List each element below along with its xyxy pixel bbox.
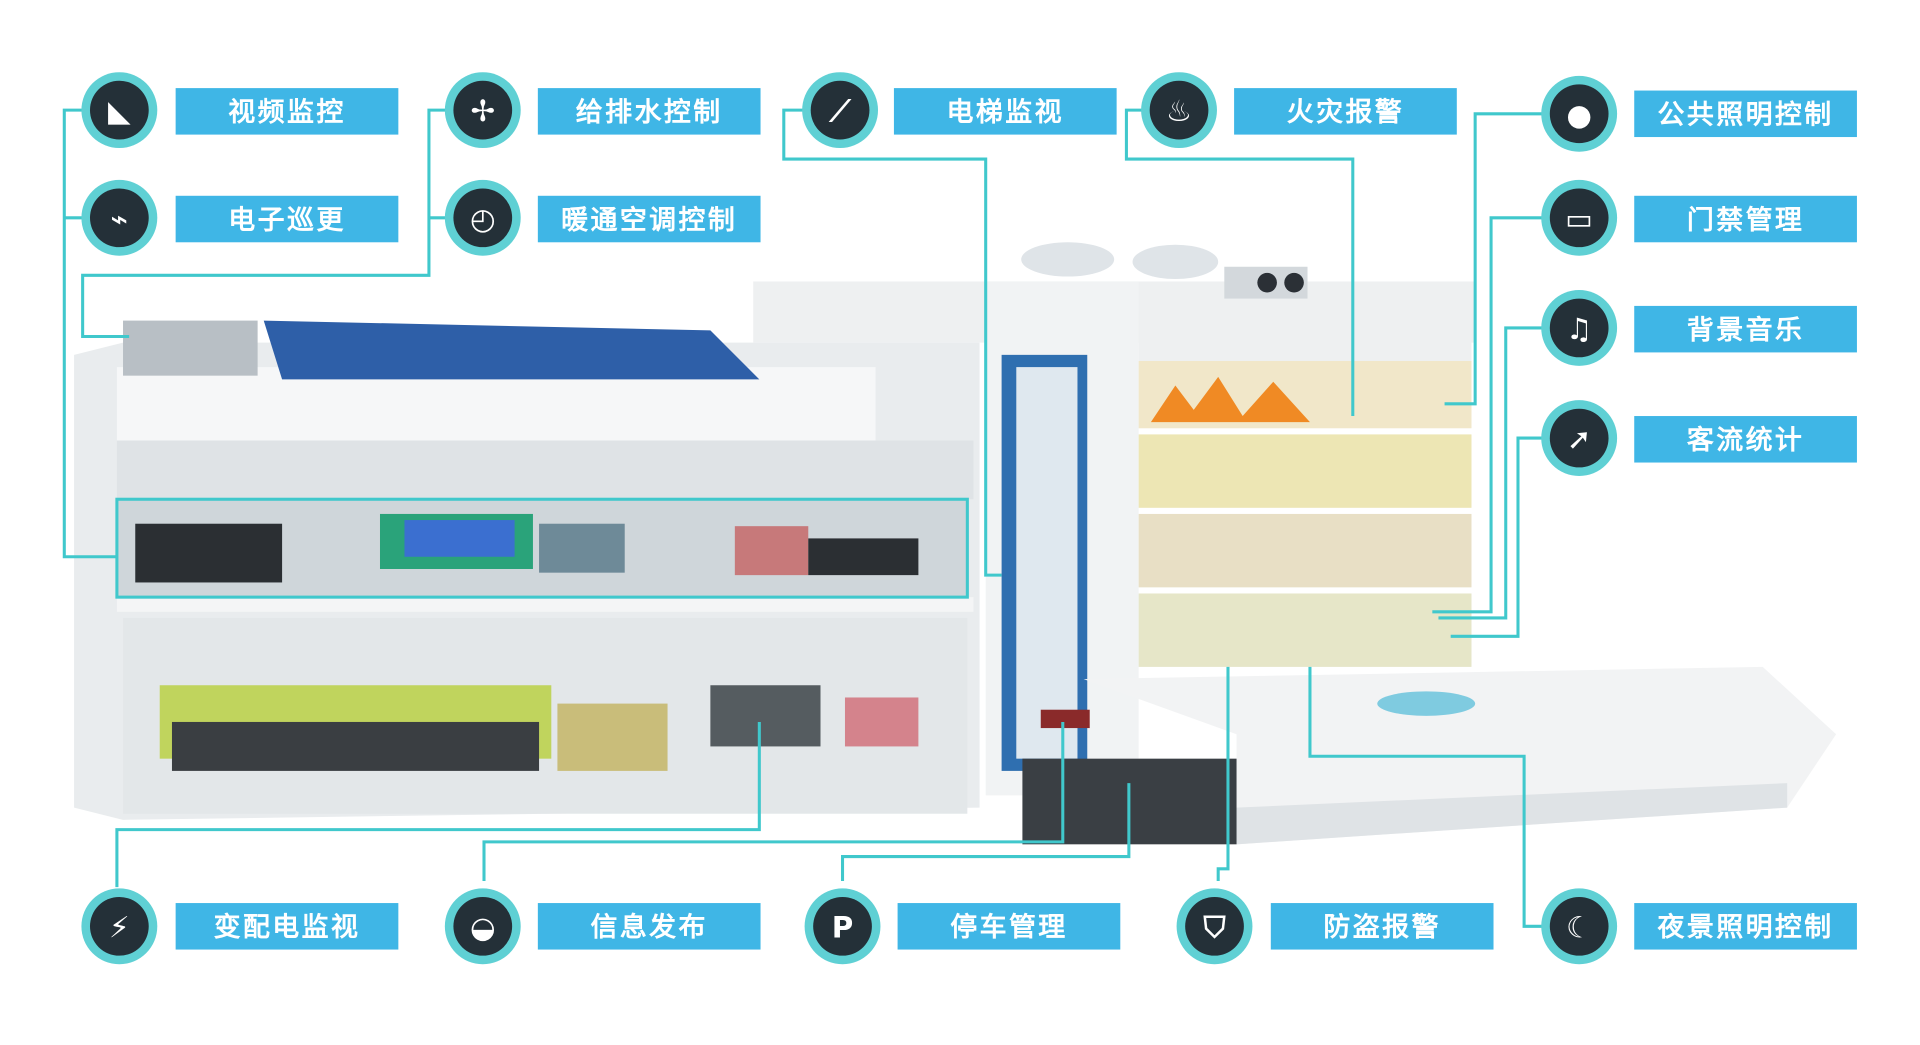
label-water: 给排水控制 [576, 97, 723, 128]
lightning-icon [89, 896, 149, 956]
label-patrol: 电子巡更 [228, 205, 345, 236]
connector-lines [62, 108, 1543, 928]
label-theft: 防盗报警 [1323, 912, 1440, 943]
fan-icon [453, 80, 513, 140]
node-access[interactable]: ▭ 门禁管理 [1541, 179, 1857, 256]
node-night[interactable]: ☾ 夜景照明控制 [1541, 888, 1857, 965]
label-elevator: 电梯监视 [947, 97, 1064, 128]
node-parking[interactable]: P 停车管理 [804, 888, 1121, 965]
svg-text:◣: ◣ [108, 94, 131, 128]
label-fire: 火灾报警 [1287, 96, 1404, 128]
svg-text:◒: ◒ [470, 910, 496, 944]
svg-text:☾: ☾ [1566, 910, 1592, 944]
node-power[interactable]: ⚡ 变配电监视 [81, 888, 399, 965]
solar-panel [263, 320, 760, 380]
access-card-icon [1549, 188, 1609, 248]
label-music: 背景音乐 [1687, 314, 1804, 346]
node-video[interactable]: ◣ 视频监控 [81, 72, 399, 149]
message-icon [453, 896, 513, 956]
node-elevator[interactable]: ⟋ 电梯监视 [802, 72, 1117, 149]
trend-arrow-icon [1549, 408, 1609, 468]
node-music[interactable]: ♫ 背景音乐 [1541, 290, 1857, 366]
node-theft[interactable]: ⛉ 防盗报警 [1176, 888, 1494, 965]
label-access: 门禁管理 [1687, 205, 1804, 236]
label-power: 变配电监视 [214, 911, 361, 943]
building-illustration [74, 242, 1837, 845]
parking-icon [813, 896, 872, 956]
label-video: 视频监控 [228, 97, 345, 128]
label-night: 夜景照明控制 [1657, 911, 1834, 943]
node-fire[interactable]: ♨ 火灾报警 [1141, 72, 1457, 149]
node-patrol[interactable]: ⌁ 电子巡更 [81, 179, 399, 256]
svg-text:●: ● [1566, 98, 1592, 132]
label-hvac: 暖通空调控制 [561, 204, 737, 236]
moon-icon [1549, 896, 1609, 956]
escalator-icon [810, 80, 870, 140]
thermometer-icon [453, 188, 513, 248]
svg-text:⚡: ⚡ [109, 910, 130, 944]
music-note-icon [1549, 298, 1609, 358]
highlight-box [115, 497, 969, 599]
node-info[interactable]: ◒ 信息发布 [444, 888, 761, 965]
svg-text:♫: ♫ [1566, 312, 1592, 346]
node-hvac[interactable]: ◴ 暖通空调控制 [444, 179, 761, 256]
node-water[interactable]: ✢ 给排水控制 [444, 72, 761, 149]
label-lighting: 公共照明控制 [1658, 100, 1834, 131]
svg-text:⛉: ⛉ [1203, 910, 1226, 944]
label-info: 信息发布 [590, 911, 707, 943]
svg-text:✢: ✢ [470, 94, 495, 128]
svg-text:⌁: ⌁ [111, 202, 129, 236]
svg-text:⟋: ⟋ [828, 94, 852, 128]
lightbulb-icon [1549, 84, 1609, 144]
svg-text:➚: ➚ [1567, 422, 1592, 456]
svg-text:P: P [832, 910, 854, 944]
node-traffic[interactable]: ➚ 客流统计 [1541, 400, 1857, 477]
flame-icon [1149, 80, 1209, 140]
patrol-wand-icon [89, 188, 149, 248]
label-parking: 停车管理 [950, 911, 1067, 943]
svg-text:◴: ◴ [470, 202, 496, 236]
camera-icon [89, 80, 149, 140]
svg-text:♨: ♨ [1166, 94, 1192, 128]
svg-text:▭: ▭ [1565, 202, 1593, 236]
label-traffic: 客流统计 [1687, 424, 1804, 456]
node-lighting[interactable]: ● 公共照明控制 [1541, 75, 1857, 152]
shield-icon [1185, 896, 1244, 956]
